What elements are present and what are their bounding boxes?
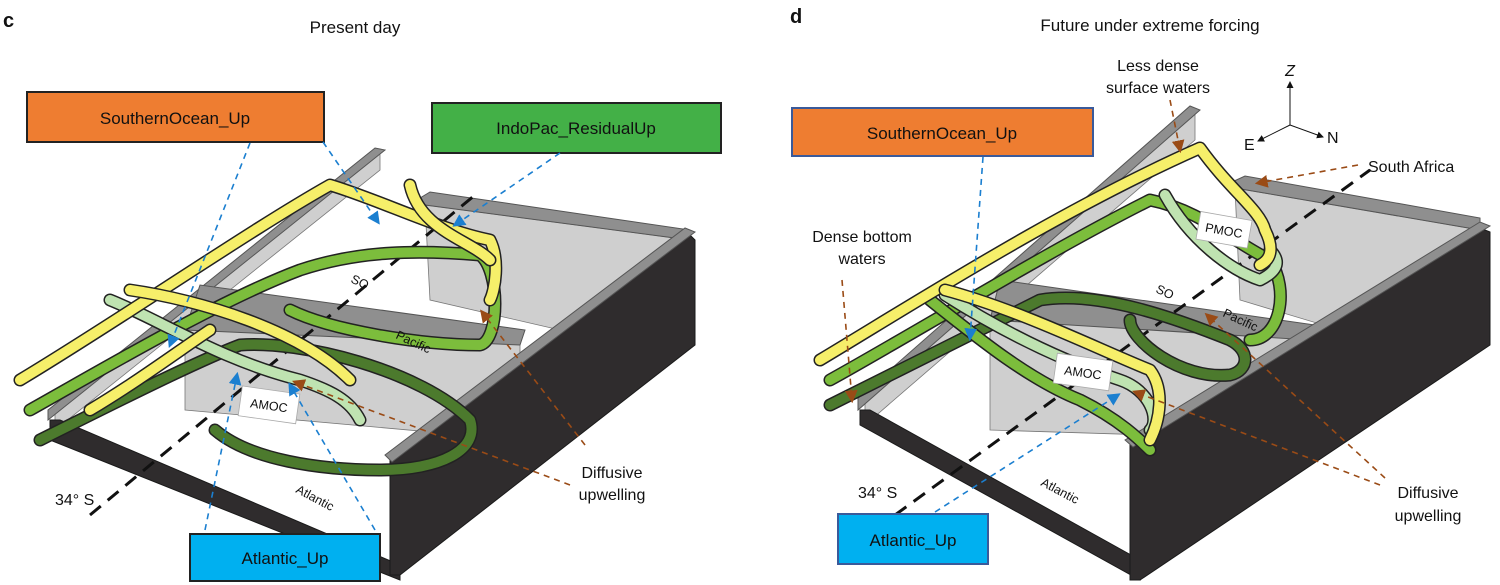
panel-d-title: Future under extreme forcing: [1040, 16, 1259, 35]
panel-c-title: Present day: [310, 18, 401, 37]
atlantic-up-label-d: Atlantic_Up: [870, 531, 957, 550]
pointer-dense-bottom: [841, 279, 858, 404]
southern-ocean-up-box-c: SouthernOcean_Up: [26, 91, 325, 143]
compass-z: Z: [1284, 63, 1296, 80]
indopac-residual-up-box-c: IndoPac_ResidualUp: [431, 102, 722, 154]
e-axis-arrow: [1257, 124, 1291, 142]
label-34s-c: 34° S: [55, 492, 94, 509]
compass-axes: Z N E: [1244, 63, 1339, 154]
compass-e: E: [1244, 137, 1255, 154]
pointer-atlantic-up-d: [934, 393, 1121, 513]
southern-ocean-up-label-d: SouthernOcean_Up: [867, 124, 1017, 143]
latitude-34s-line-d: [894, 168, 1371, 517]
panel-c: c Present day: [3, 10, 722, 582]
amoc-tag-c: AMOC: [237, 385, 301, 425]
atlantic-up-label-c: Atlantic_Up: [242, 549, 329, 568]
indopac-residual-up-label-c: IndoPac_ResidualUp: [496, 119, 656, 138]
n-axis-arrow: [1289, 124, 1324, 139]
label-pmoc-d: PMOC: [1204, 221, 1243, 241]
pointer-so-up-2: [322, 141, 380, 225]
southern-ocean-up-box-fill: [26, 91, 325, 143]
circulation-bands-c: [13, 178, 503, 477]
amoc-tag-d: AMOC: [1052, 352, 1114, 392]
pmoc-tag-d: PMOC: [1195, 211, 1253, 249]
compass-n: N: [1327, 130, 1339, 147]
pointer-so-up-1: [167, 142, 251, 348]
atlantic-up-box-c: Atlantic_Up: [189, 533, 381, 582]
panel-d: d Future under extreme forcing: [790, 6, 1492, 581]
dense-bottom-line1: Dense bottom: [812, 229, 912, 246]
diffusive-line2-d: upwelling: [1395, 508, 1462, 525]
pointer-diffusive-1: [292, 379, 571, 486]
southern-ocean-up-label-c: SouthernOcean_Up: [100, 109, 250, 128]
label-amoc-d: AMOC: [1063, 363, 1102, 382]
southern-ocean-up-box-d: SouthernOcean_Up: [791, 107, 1094, 157]
pointer-atlantic-up-1: [204, 371, 242, 531]
panel-letter-d: d: [790, 6, 802, 28]
label-amoc-c: AMOC: [249, 396, 288, 415]
pointer-diffusive-d2: [1204, 312, 1386, 479]
less-dense-line2: surface waters: [1106, 80, 1210, 97]
label-34s-d: 34° S: [858, 485, 897, 502]
pointer-less-dense: [1169, 99, 1185, 154]
atlantic-up-box-d: Atlantic_Up: [837, 513, 989, 565]
south-africa-label: South Africa: [1368, 159, 1454, 176]
less-dense-line1: Less dense: [1117, 58, 1199, 75]
diffusive-line1-c: Diffusive: [581, 465, 642, 482]
panel-letter-c: c: [3, 10, 14, 32]
pointer-so-up-d: [964, 156, 984, 342]
diffusive-line2-c: upwelling: [579, 487, 646, 504]
pointer-south-africa: [1254, 164, 1359, 188]
dense-bottom-line2: waters: [837, 251, 885, 268]
diffusive-line1-d: Diffusive: [1397, 485, 1458, 502]
